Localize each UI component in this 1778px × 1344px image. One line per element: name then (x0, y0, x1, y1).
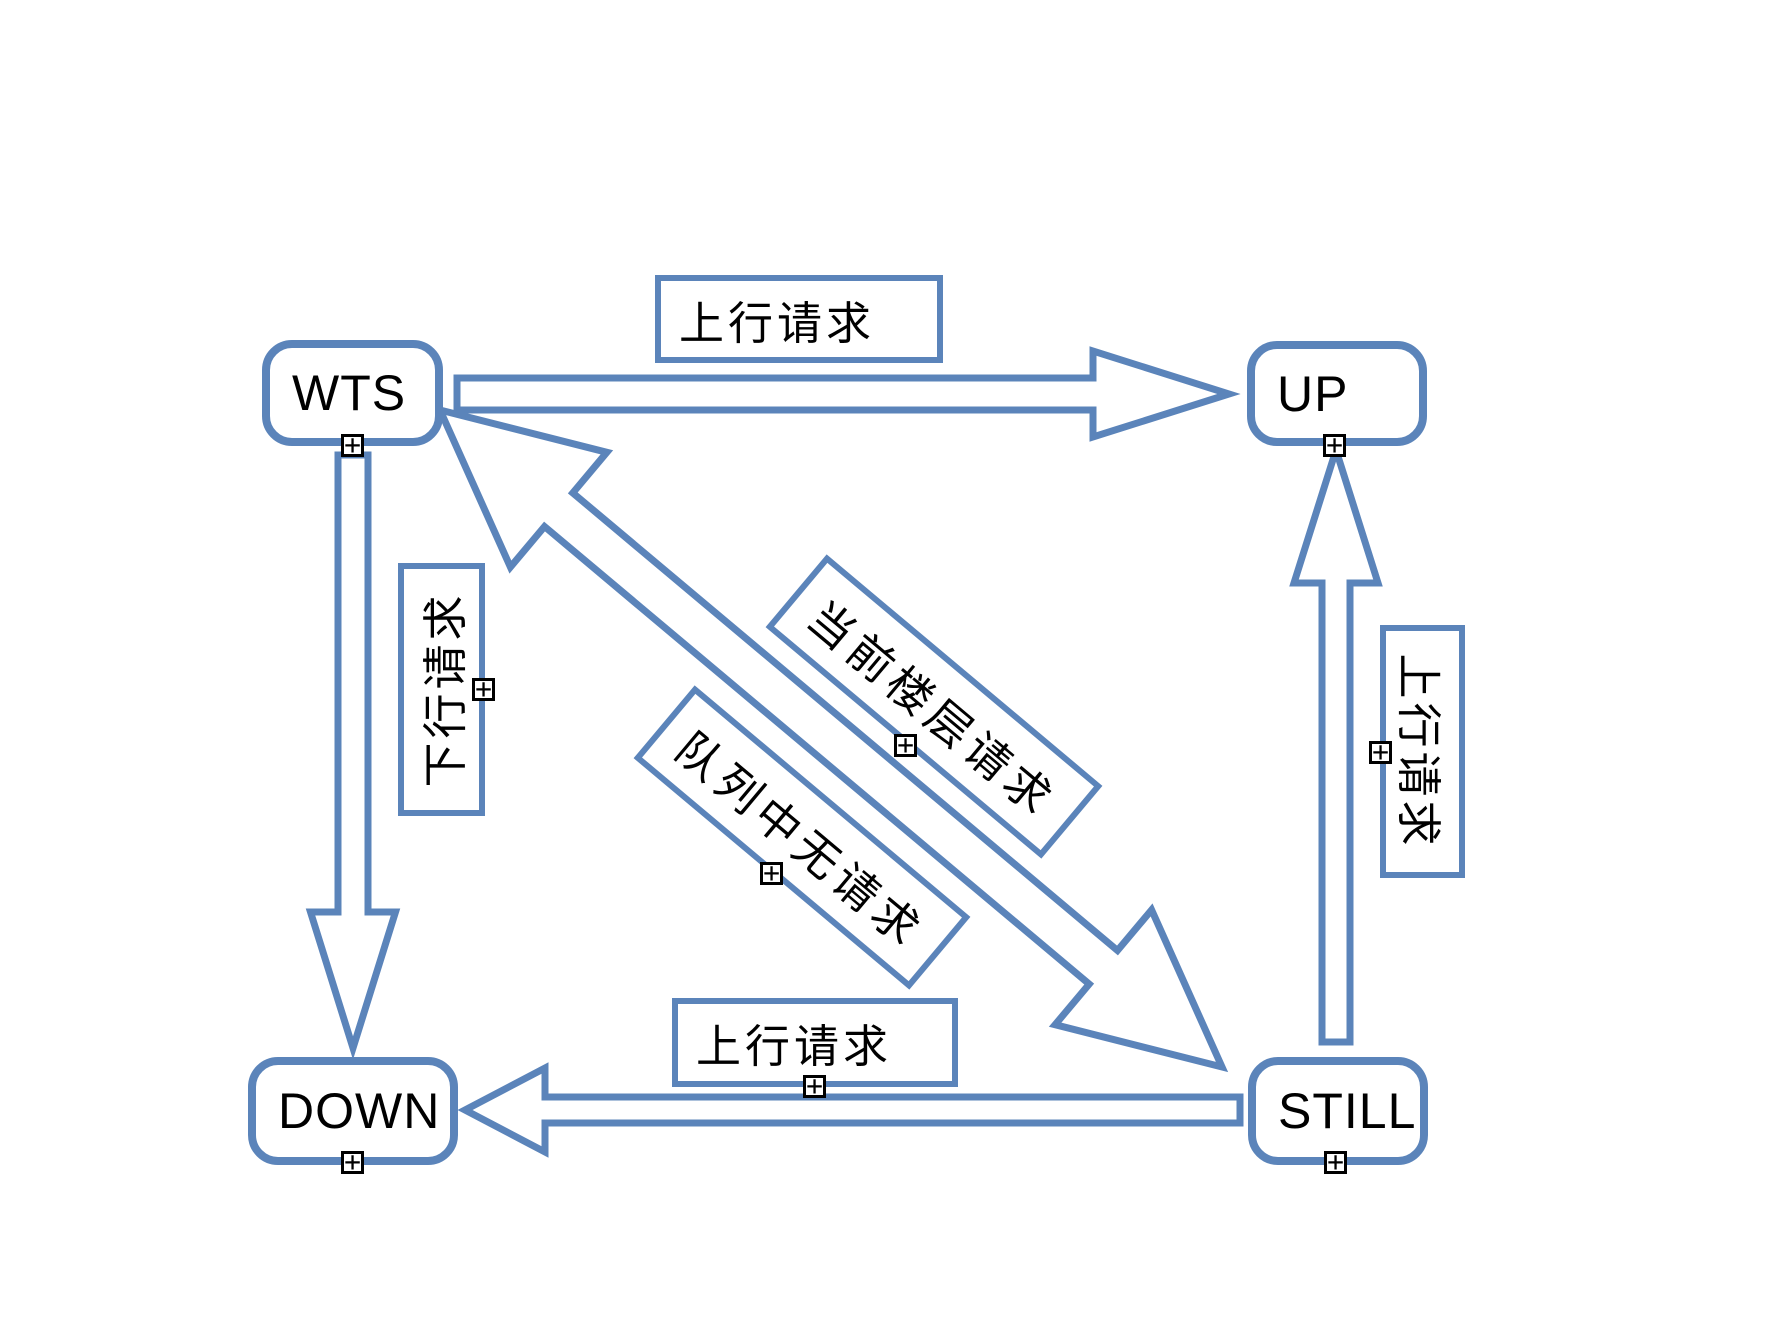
down-expand-marker-icon[interactable]: + (341, 1151, 364, 1174)
still-expand-marker-icon[interactable]: + (1324, 1151, 1347, 1174)
left-label-expand-marker-icon[interactable]: + (472, 678, 495, 701)
diag-lower-label-expand-marker-icon[interactable]: + (760, 862, 783, 885)
arrow-wts-to-up[interactable] (453, 346, 1241, 442)
state-box-wts[interactable]: WTS (262, 340, 443, 446)
plus-icon: + (806, 1075, 823, 1098)
state-box-up[interactable]: UP (1247, 341, 1427, 446)
bottom-label-expand-marker-icon[interactable]: + (803, 1075, 826, 1098)
state-label-still: STILL (1278, 1083, 1417, 1139)
up-expand-marker-icon[interactable]: + (1323, 434, 1346, 457)
state-box-still[interactable]: STILL (1248, 1057, 1428, 1165)
label-box-still-to-down[interactable]: 上行请求 (672, 998, 958, 1087)
plus-icon: + (344, 434, 361, 457)
state-label-up: UP (1277, 365, 1349, 422)
plus-icon: + (1372, 741, 1389, 764)
label-text-still-to-up: 上行请求 (1393, 653, 1444, 850)
label-box-still-to-up[interactable]: 上行请求 (1380, 625, 1465, 878)
label-text-wts-to-up: 上行请求 (679, 297, 876, 349)
wts-expand-marker-icon[interactable]: + (341, 434, 364, 457)
state-label-down: DOWN (278, 1083, 441, 1139)
label-box-wts-to-up[interactable]: 上行请求 (655, 275, 943, 363)
arrow-wts-to-down[interactable] (305, 451, 401, 1060)
state-box-down[interactable]: DOWN (248, 1057, 458, 1165)
label-text-wts-to-down: 下行请求 (420, 591, 471, 788)
arrow-still-to-down[interactable] (457, 1062, 1244, 1158)
plus-icon: + (897, 734, 914, 757)
plus-icon: + (763, 862, 780, 885)
arrow-still-to-up[interactable] (1289, 438, 1383, 1046)
state-label-wts: WTS (292, 365, 407, 421)
label-text-still-to-down: 上行请求 (696, 1021, 893, 1072)
right-label-expand-marker-icon[interactable]: + (1369, 741, 1392, 764)
plus-icon: + (1327, 1151, 1344, 1174)
diag-upper-label-expand-marker-icon[interactable]: + (894, 734, 917, 757)
arrow-wts-still-diagonal[interactable] (433, 404, 1229, 1073)
plus-icon: + (344, 1151, 361, 1174)
plus-icon: + (1326, 434, 1343, 457)
plus-icon: + (475, 678, 492, 701)
